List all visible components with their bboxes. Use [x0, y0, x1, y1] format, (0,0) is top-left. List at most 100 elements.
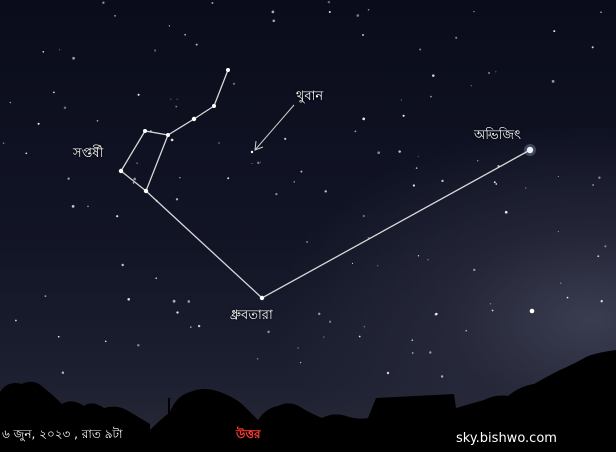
- background-star: [504, 210, 508, 214]
- background-star: [592, 184, 594, 186]
- dipper-bowl: [120, 130, 169, 193]
- background-star: [524, 187, 527, 189]
- direction-north: উত্তর: [236, 427, 261, 441]
- dipper-star: [191, 116, 197, 122]
- background-star: [354, 130, 357, 133]
- label-thuban: থুবান: [296, 89, 324, 104]
- background-star: [317, 312, 321, 316]
- background-star: [271, 10, 275, 14]
- dipper-star: [118, 168, 124, 174]
- background-star: [306, 240, 309, 244]
- pole: [168, 398, 170, 438]
- background-star: [15, 319, 17, 322]
- background-star: [455, 36, 458, 39]
- background-star: [275, 193, 278, 196]
- background-star: [175, 198, 179, 201]
- background-star: [557, 231, 559, 233]
- background-star: [299, 361, 302, 364]
- treeline: [0, 350, 616, 452]
- background-star: [553, 30, 556, 33]
- background-star: [400, 99, 403, 101]
- background-star: [71, 205, 75, 208]
- background-star: [386, 371, 390, 375]
- background-star: [489, 303, 492, 305]
- background-star: [67, 177, 70, 180]
- background-star: [195, 43, 198, 46]
- background-star: [96, 119, 99, 122]
- background-star: [377, 265, 379, 267]
- background-star: [417, 155, 419, 157]
- background-star: [170, 98, 172, 100]
- background-star: [488, 134, 491, 137]
- polaris-star: [259, 295, 265, 301]
- thuban-arrow: [254, 104, 295, 151]
- background-star: [176, 98, 178, 100]
- background-star: [465, 329, 468, 332]
- background-star: [175, 105, 178, 108]
- background-star: [297, 347, 299, 349]
- pointer-line: [145, 149, 531, 299]
- background-star: [37, 122, 40, 125]
- background-star: [591, 46, 594, 49]
- dipper-star: [166, 133, 170, 137]
- background-star: [440, 375, 444, 378]
- background-star: [495, 71, 497, 73]
- background-star: [363, 325, 366, 328]
- background-star: [358, 335, 361, 338]
- background-star: [495, 183, 498, 185]
- vega-star: [526, 146, 534, 154]
- background-star: [598, 176, 601, 179]
- named-stars: [118, 68, 536, 314]
- label-saptarshi: সপ্তর্ষী: [73, 146, 104, 161]
- background-star: [136, 162, 138, 164]
- background-star: [419, 48, 422, 51]
- background-star: [87, 205, 89, 208]
- background-star: [604, 245, 607, 248]
- background-star: [429, 351, 432, 354]
- background-star: [597, 255, 600, 258]
- background-star: [190, 326, 192, 328]
- background-star: [58, 49, 61, 51]
- background-star: [42, 51, 45, 53]
- background-star: [361, 33, 365, 37]
- background-star: [600, 300, 603, 303]
- background-star: [127, 298, 130, 301]
- background-star: [256, 357, 259, 360]
- saptarshi-lines: [120, 69, 531, 299]
- background-star: [427, 258, 429, 261]
- background-star: [170, 138, 174, 142]
- dipper-star: [143, 129, 147, 133]
- background-star: [417, 255, 420, 257]
- background-star: [121, 263, 124, 267]
- background-star: [176, 311, 179, 314]
- label-polaris: ধ্রুবতারা: [230, 308, 273, 323]
- background-star: [328, 320, 332, 323]
- background-star: [415, 167, 418, 169]
- background-star: [477, 160, 479, 162]
- background-star: [104, 340, 107, 343]
- background-star: [324, 190, 327, 193]
- background-star: [557, 175, 559, 177]
- bright-star: [529, 308, 535, 314]
- dipper-star: [143, 188, 149, 194]
- background-star: [132, 182, 135, 184]
- background-star: [473, 10, 475, 13]
- dipper-star: [226, 68, 230, 72]
- background-star: [116, 215, 119, 218]
- background-star: [9, 101, 12, 104]
- background-star: [211, 1, 214, 5]
- background-star: [25, 152, 28, 155]
- background-star: [327, 0, 331, 4]
- background-star: [411, 352, 414, 354]
- background-star: [493, 181, 496, 184]
- background-star: [52, 91, 55, 94]
- background-star: [284, 137, 287, 141]
- background-star: [184, 33, 186, 36]
- label-vega: অভিজিৎ: [474, 128, 521, 143]
- background-star: [411, 339, 414, 341]
- background-star: [441, 179, 444, 183]
- background-star: [259, 161, 262, 163]
- background-star: [218, 142, 220, 144]
- background-star: [435, 312, 438, 316]
